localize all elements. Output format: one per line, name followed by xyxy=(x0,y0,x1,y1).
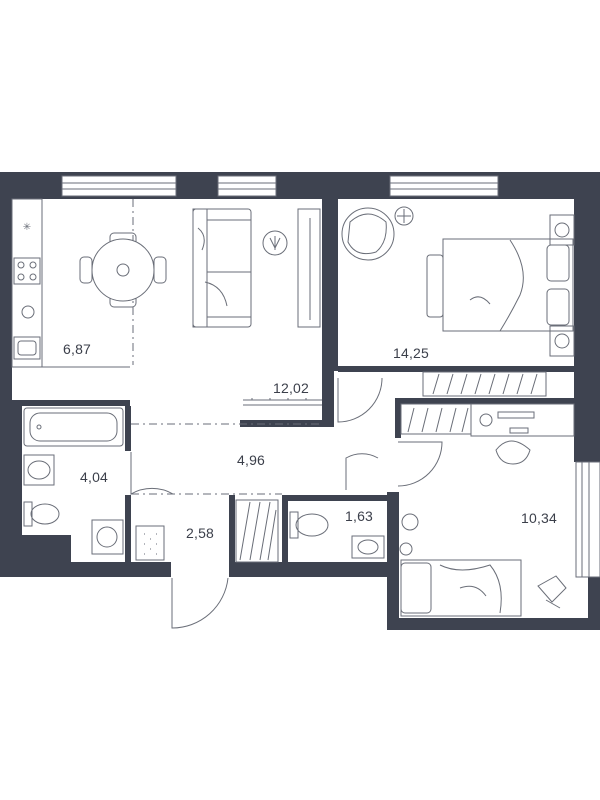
dining-table-icon xyxy=(79,232,167,308)
wc-furniture xyxy=(289,511,385,559)
wardrobe-icon xyxy=(422,371,547,397)
bathtub-icon xyxy=(23,407,124,447)
bedroom-furniture xyxy=(341,206,575,397)
zone-separators xyxy=(131,199,322,495)
sofa-icon xyxy=(192,208,252,328)
desk-icon xyxy=(470,403,575,465)
toy-icon xyxy=(537,575,567,609)
stove-icon xyxy=(13,257,41,285)
bath-furniture xyxy=(23,407,124,555)
kitchen-sink-icon xyxy=(13,336,41,360)
bath-area-label: 4,04 xyxy=(80,469,109,485)
wc-area-label: 1,63 xyxy=(345,508,374,524)
hall-furniture xyxy=(135,499,279,563)
bedroom-area-label: 14,25 xyxy=(393,345,430,361)
interior-walls xyxy=(12,199,574,562)
armchair-icon xyxy=(341,207,395,261)
kids-room-area-label: 10,34 xyxy=(521,510,558,526)
outer-walls xyxy=(0,172,600,630)
hall-area-label: 2,58 xyxy=(186,525,215,541)
windows xyxy=(61,175,600,578)
kids-room-furniture xyxy=(399,403,575,617)
ball-icon xyxy=(399,513,419,556)
wardrobe-icon-2 xyxy=(400,403,472,435)
sink-icon xyxy=(23,454,55,486)
double-bed-icon xyxy=(426,238,574,332)
single-bed-icon xyxy=(400,559,522,617)
corridor-area-label: 4,96 xyxy=(237,452,266,468)
kitchen-furniture: ✳ xyxy=(11,198,167,368)
washing-machine-icon xyxy=(91,519,124,555)
toilet-icon xyxy=(23,501,60,527)
plant-icon xyxy=(262,230,288,256)
kitchen-area-label: 6,87 xyxy=(63,341,92,357)
living-area-label: 12,02 xyxy=(273,380,310,396)
svg-text:✳: ✳ xyxy=(23,222,31,233)
living-furniture xyxy=(192,208,322,406)
